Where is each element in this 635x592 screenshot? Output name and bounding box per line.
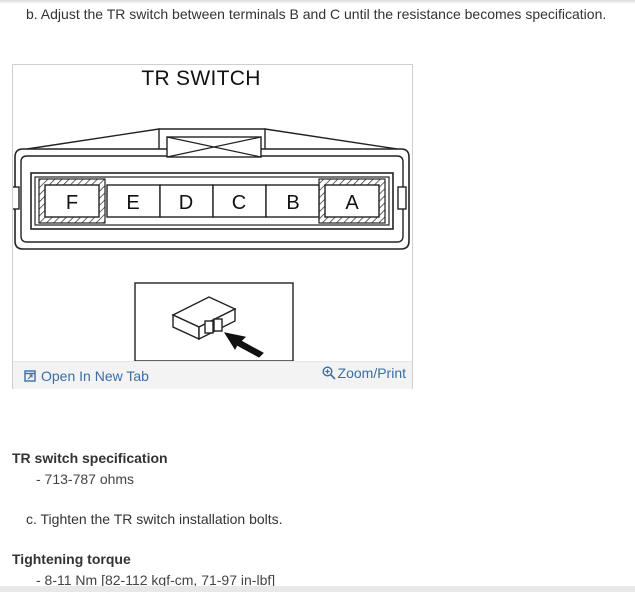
step-b-text: b. Adjust the TR switch between terminal… bbox=[26, 6, 607, 22]
terminal-label-E: E bbox=[126, 192, 139, 214]
spec-heading: TR switch specification bbox=[12, 450, 168, 466]
figure-panel: F E D C B A TR SWITCH Open In New Tab bbox=[12, 64, 413, 389]
terminal-E bbox=[106, 184, 161, 218]
zoom-print-link[interactable]: Zoom/Print bbox=[322, 365, 406, 381]
terminal-label-F: F bbox=[66, 192, 78, 214]
terminal-A bbox=[324, 184, 380, 218]
spec-value: - 713-787 ohms bbox=[36, 471, 135, 487]
terminal-label-D: D bbox=[179, 192, 193, 214]
figure-footer: Open In New Tab Zoom/Print bbox=[13, 361, 412, 389]
figure-title: TR SWITCH bbox=[141, 67, 261, 90]
right-tab bbox=[397, 186, 407, 210]
terminal-F bbox=[44, 184, 100, 218]
terminal-label-C: C bbox=[232, 192, 246, 214]
switch-3d-icon bbox=[171, 296, 237, 341]
terminal-B bbox=[265, 184, 320, 218]
step-c-text: c. Tighten the TR switch installation bo… bbox=[26, 511, 283, 527]
terminal-label-B: B bbox=[286, 192, 299, 214]
bottom-scroll-bar bbox=[0, 586, 635, 592]
torque-value: - 8-11 Nm [82-112 kgf-cm, 71-97 in-lbf] bbox=[36, 572, 276, 588]
tr-switch-diagram: F E D C B A bbox=[13, 128, 410, 361]
terminal-D bbox=[159, 184, 214, 218]
left-tab bbox=[13, 186, 20, 210]
zoom-print-label: Zoom/Print bbox=[337, 365, 406, 381]
zoom-in-icon bbox=[322, 366, 336, 380]
terminal-label-A: A bbox=[345, 192, 359, 214]
top-shadow bbox=[0, 0, 635, 4]
open-in-new-tab-link[interactable]: Open In New Tab bbox=[24, 368, 149, 384]
terminal-C bbox=[212, 184, 267, 218]
open-tab-icon bbox=[24, 370, 36, 382]
open-in-new-tab-label: Open In New Tab bbox=[41, 368, 149, 384]
pointer-arrow bbox=[223, 332, 264, 358]
torque-heading: Tightening torque bbox=[12, 551, 131, 567]
